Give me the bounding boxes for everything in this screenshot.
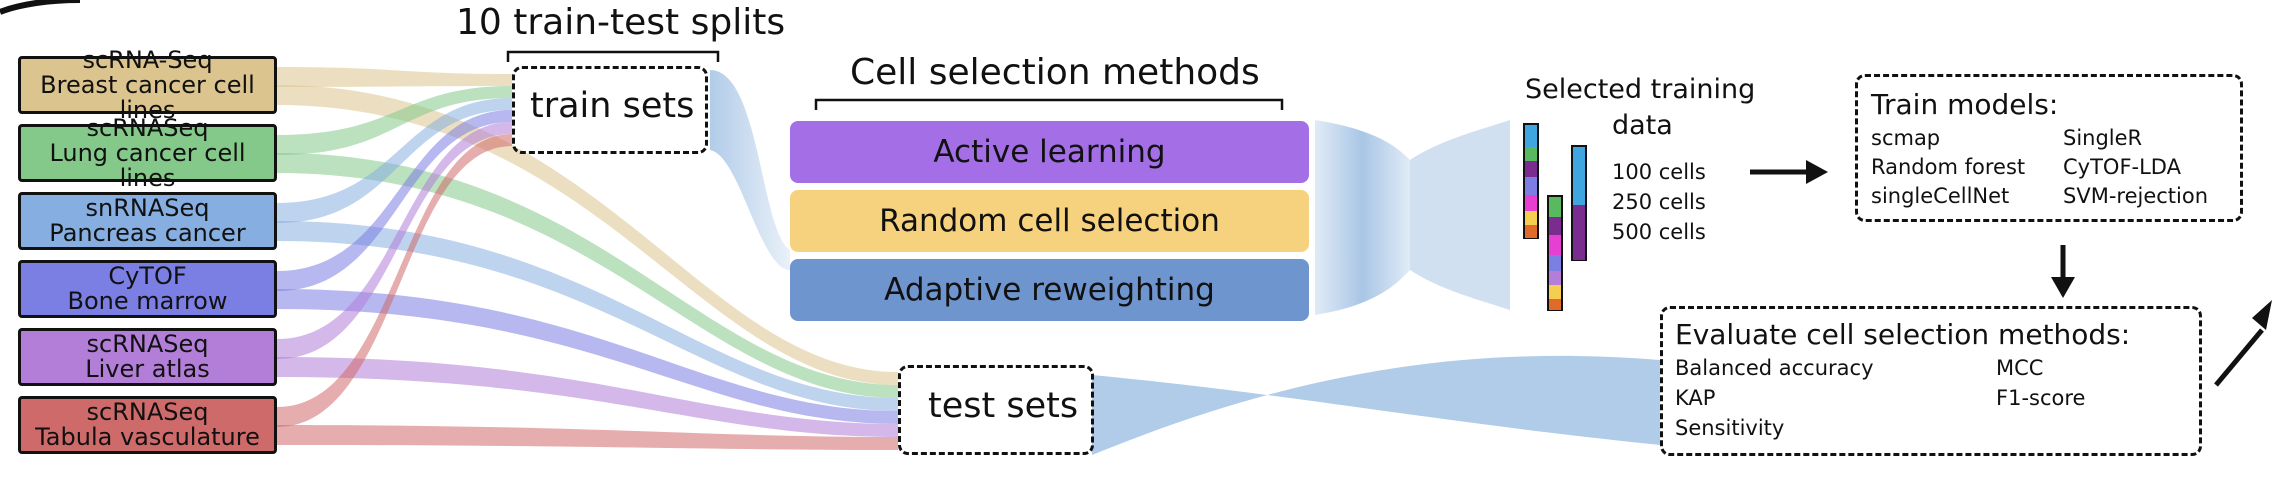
splits-label: 10 train-test splits <box>456 2 786 43</box>
metric-balanced-accuracy: Balanced accuracy <box>1675 356 1874 380</box>
methods-title: Cell selection methods <box>850 52 1260 93</box>
ribbon-to-train <box>277 67 512 87</box>
train-models-box <box>1855 74 2243 222</box>
dataset-name: scRNASeq <box>86 330 209 358</box>
dataset-type: Breast cancer cell lines <box>40 70 255 124</box>
dataset-type: Liver atlas <box>85 355 210 383</box>
model-singlecellnet: singleCellNet <box>1871 184 2010 208</box>
metric-f1-score: F1-score <box>1996 386 2086 410</box>
model-random-forest: Random forest <box>1871 155 2026 179</box>
train-sets-label: train sets <box>530 86 695 126</box>
dataset-name: scRNASeq <box>86 398 209 426</box>
selected-data-title-2: data <box>1612 110 1673 141</box>
test-sets-box <box>898 365 1094 455</box>
methods-to-selected-ribbon <box>1315 120 1410 315</box>
metric-sensitivity: Sensitivity <box>1675 416 1785 440</box>
model-singler: SingleR <box>2063 126 2143 150</box>
selected-ribbon-edge <box>1410 120 1510 310</box>
arrow-to-offpage <box>2214 300 2272 387</box>
test-to-evaluate-ribbon <box>1092 355 1660 455</box>
test-sets-label: test sets <box>928 386 1079 426</box>
ribbon-to-train <box>277 86 512 155</box>
evaluate-box <box>1660 306 2202 456</box>
dataset-name: CyTOF <box>108 262 187 290</box>
ribbon-to-train <box>277 110 512 291</box>
train-sets-box <box>512 66 708 154</box>
figure-letter-fragment <box>0 0 81 15</box>
size-250: 250 cells <box>1612 190 1706 214</box>
size-500: 500 cells <box>1612 220 1706 244</box>
train-to-methods-ribbon <box>710 70 790 270</box>
dataset-type: Pancreas cancer <box>49 219 246 247</box>
selected-data-title-1: Selected training <box>1525 74 1756 105</box>
method-label: Active learning <box>933 134 1166 170</box>
dataset-name: snRNASeq <box>85 194 210 222</box>
evaluate-title: Evaluate cell selection methods: <box>1675 318 2131 351</box>
brace-splits <box>506 50 720 62</box>
dataset-name: scRNASeq <box>86 113 209 142</box>
method-bar: Adaptive reweighting <box>790 259 1309 321</box>
method-label: Adaptive reweighting <box>884 272 1215 308</box>
dataset-type: Bone marrow <box>67 287 228 315</box>
size-100: 100 cells <box>1612 160 1706 184</box>
method-label: Random cell selection <box>879 203 1220 239</box>
ribbon-to-test <box>277 221 898 411</box>
selected-data-columns <box>1523 123 1587 311</box>
model-cytof-lda: CyTOF-LDA <box>2063 155 2181 179</box>
metric-mcc: MCC <box>1996 356 2044 380</box>
arrow-to-evaluate <box>2051 245 2075 298</box>
metric-kap: KAP <box>1675 386 1716 410</box>
ribbon-to-test <box>277 357 898 437</box>
ribbon-to-train <box>277 134 512 427</box>
dataset-type: Lung cancer cell lines <box>49 138 246 192</box>
train-models-title: Train models: <box>1871 88 2059 121</box>
ribbon-to-train <box>277 122 512 359</box>
ribbon-to-test <box>277 289 898 424</box>
method-bar: Active learning <box>790 121 1309 183</box>
model-scmap: scmap <box>1871 126 1941 150</box>
model-svm-rejection: SVM-rejection <box>2063 184 2209 208</box>
method-bar: Random cell selection <box>790 190 1309 252</box>
ribbon-to-test <box>277 425 898 450</box>
ribbon-to-train <box>277 98 512 223</box>
dataset-type: Tabula vasculature <box>35 423 260 451</box>
dataset-name: scRNA-Seq <box>82 45 213 74</box>
arrow-to-train-models <box>1750 160 1828 184</box>
brace-methods <box>814 98 1284 110</box>
